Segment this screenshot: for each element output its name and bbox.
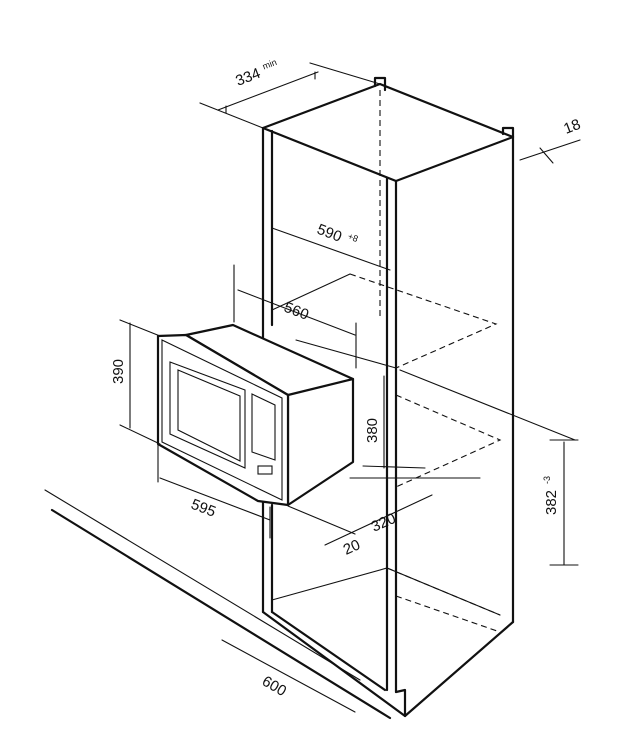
floor-line-front (50, 508, 392, 720)
cabinet-upper-shelf (271, 273, 351, 311)
dim-front-height-value: 390 (110, 359, 127, 384)
dim-niche-width-note: +8 (346, 231, 359, 244)
dim-body-depth-value: 320 (369, 510, 399, 536)
cabinet-front-right-panel (385, 176, 398, 694)
dim-niche-height-note: -3 (542, 476, 552, 484)
dim-panel-thickness-value: 18 (561, 116, 583, 138)
cabinet-top (261, 82, 515, 183)
microwave-oven (156, 323, 355, 507)
dimension-lines (119, 62, 581, 713)
dim-body-width-value: 560 (282, 299, 311, 324)
microwave-window (169, 361, 246, 469)
dim-niche-width-value: 590 (315, 221, 344, 246)
dim-front-width-value: 595 (189, 496, 218, 521)
cabinet-lower-shelf (395, 394, 502, 488)
microwave-control-panel (251, 393, 276, 461)
dim-body-height-value: 380 (364, 418, 381, 443)
dim-top-depth-note: min (261, 57, 278, 72)
dim-niche-height-value: 382 (543, 490, 560, 515)
dim-front-depth-value: 20 (341, 536, 363, 558)
microwave-display (257, 465, 273, 475)
dim-top-depth-value: 334 (233, 65, 262, 90)
cabinet-top-post-right (501, 126, 515, 139)
dim-cabinet-depth-value: 600 (259, 673, 289, 700)
floor-line-back (44, 489, 361, 681)
